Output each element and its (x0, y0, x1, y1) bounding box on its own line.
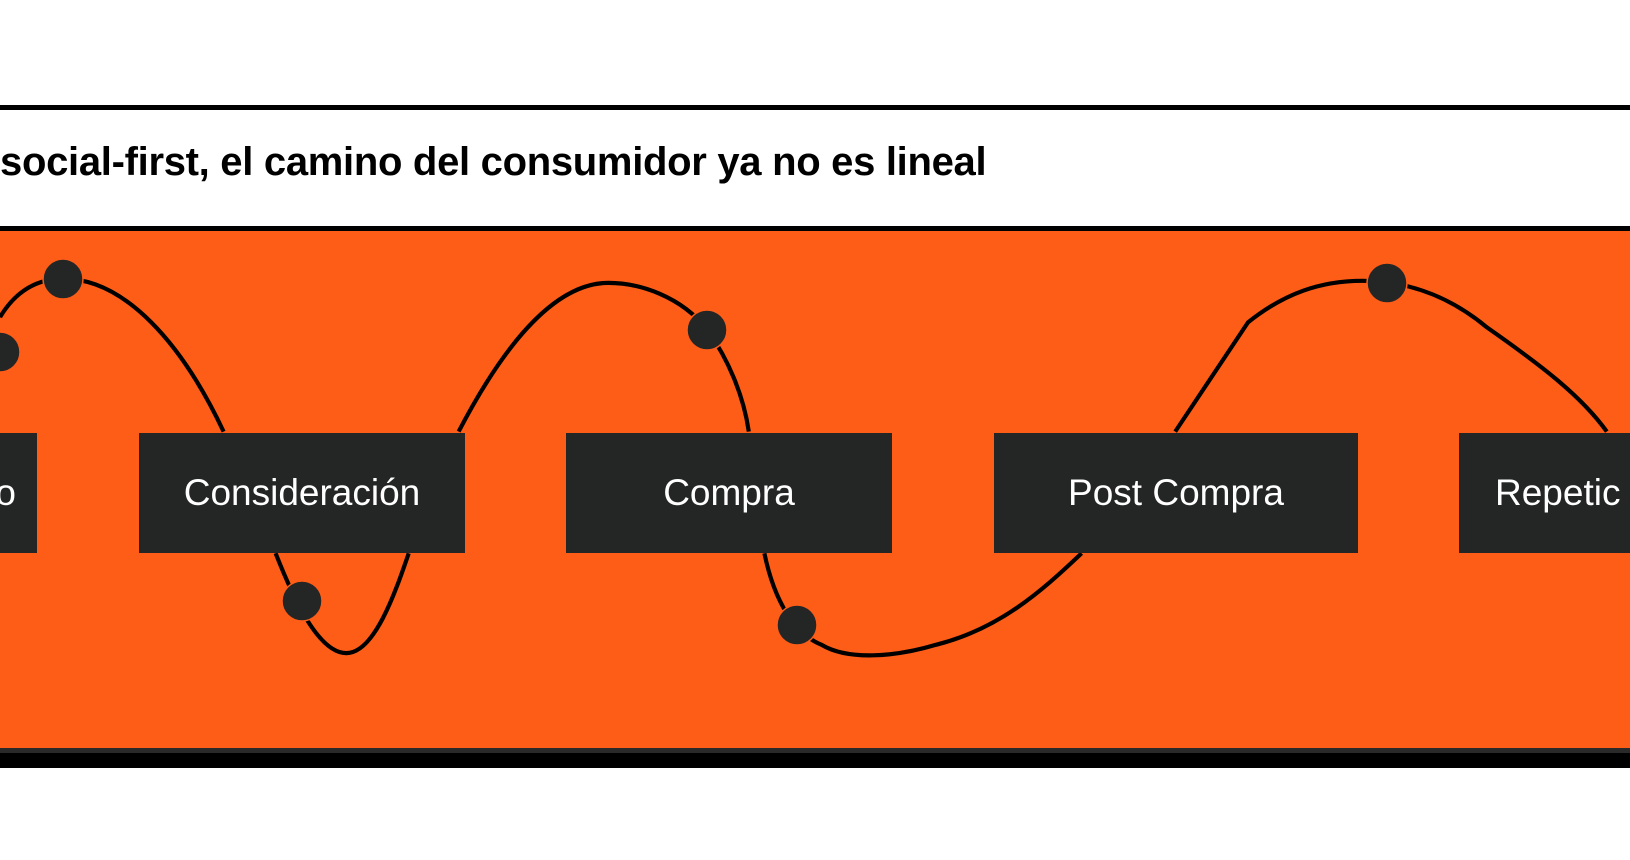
top-rule (0, 105, 1630, 110)
journey-curve (0, 276, 1609, 658)
stage-box-post-compra: Post Compra (994, 433, 1358, 553)
touchpoint-dot (42, 258, 84, 300)
touchpoint-dot (281, 580, 323, 622)
touchpoint-dot (776, 604, 818, 646)
touchpoint-dot (0, 331, 21, 373)
page-title: social-first, el camino del consumidor y… (0, 140, 987, 184)
stage-box-consideracion: Consideración (139, 433, 465, 553)
stage-label: Post Compra (1068, 472, 1284, 513)
stage-box-repeticion: Repetic (1459, 433, 1630, 553)
stage-label: Repetic (1495, 472, 1621, 513)
touchpoint-dot (686, 309, 728, 351)
panel-bottom-rule (0, 753, 1630, 768)
stage-label: o (0, 472, 16, 513)
touchpoint-dot (1366, 262, 1408, 304)
panel-bottom-strip (0, 748, 1630, 753)
title-bottom-rule (0, 226, 1630, 231)
stage-label: Compra (663, 472, 795, 513)
stage-box-partial: o (0, 433, 37, 553)
stage-label: Consideración (183, 472, 421, 513)
stage-box-compra: Compra (566, 433, 892, 553)
